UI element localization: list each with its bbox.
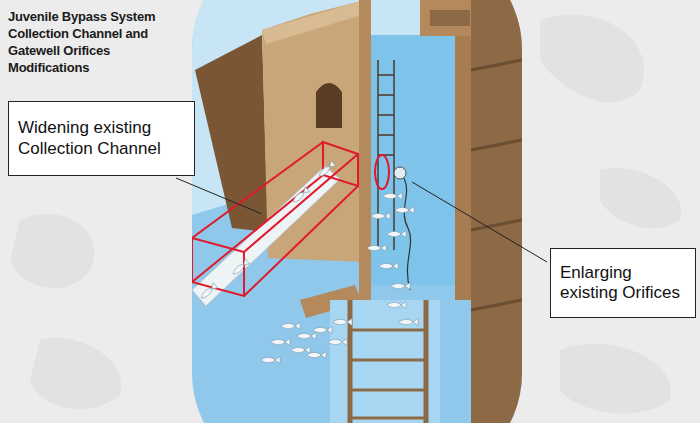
lower-ladder: [350, 300, 426, 423]
channel-highlight: [192, 142, 358, 296]
orifice: [394, 167, 406, 179]
collection-channel: [192, 166, 340, 306]
top-beam: [430, 10, 470, 26]
callout-text: Widening existing Collection Channel: [18, 118, 185, 159]
callout-box: Widening existing Collection Channel: [8, 101, 195, 176]
leader-line: [412, 182, 547, 262]
gatewell: [365, 35, 457, 285]
dam-cutaway: [192, 0, 522, 423]
lower-water: [330, 300, 440, 423]
shelves: [471, 60, 522, 310]
diagram-title: Juvenile Bypass System Collection Channe…: [8, 8, 190, 76]
arch-opening: [316, 83, 342, 128]
lower-rungs: [350, 330, 426, 418]
block-top: [262, 0, 365, 44]
callout-box: Enlarging existing Orifices: [550, 248, 696, 318]
callout-text: Enlarging existing Orifices: [560, 263, 686, 304]
water: [192, 0, 522, 423]
orifice-highlight: [375, 155, 389, 189]
gatewell-wall: [455, 0, 471, 300]
left-wall: [195, 35, 268, 232]
leader-lines: [176, 178, 547, 262]
right-structure: [471, 0, 522, 423]
leader-line: [176, 178, 262, 214]
fish-group: [199, 161, 418, 364]
gatewell-wall: [359, 0, 371, 300]
